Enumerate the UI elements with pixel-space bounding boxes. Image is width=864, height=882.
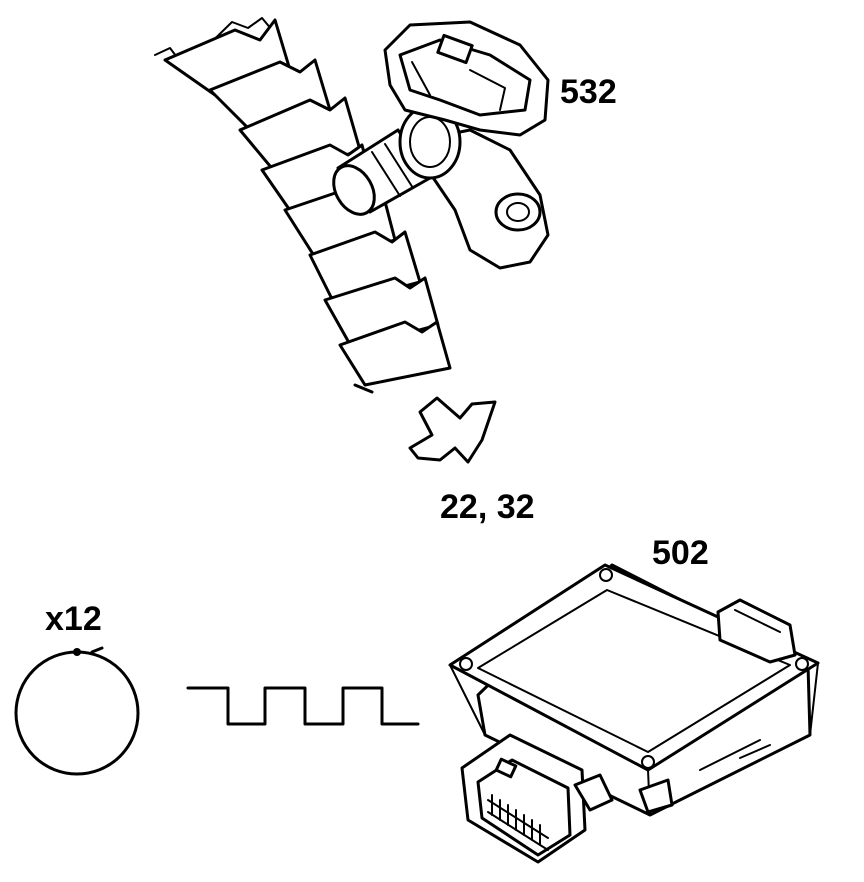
label-sensor-532: 532 [560,73,617,111]
sensor-532 [332,20,550,270]
signal-arrow [408,396,497,464]
control-module-502 [448,563,820,864]
square-wave [186,686,420,726]
rotation-circle [14,646,140,776]
label-module-502: 502 [652,534,709,572]
label-reference-22-32: 22, 32 [440,488,535,526]
connector-pins [487,794,549,851]
label-pulse-count: x12 [45,600,102,638]
